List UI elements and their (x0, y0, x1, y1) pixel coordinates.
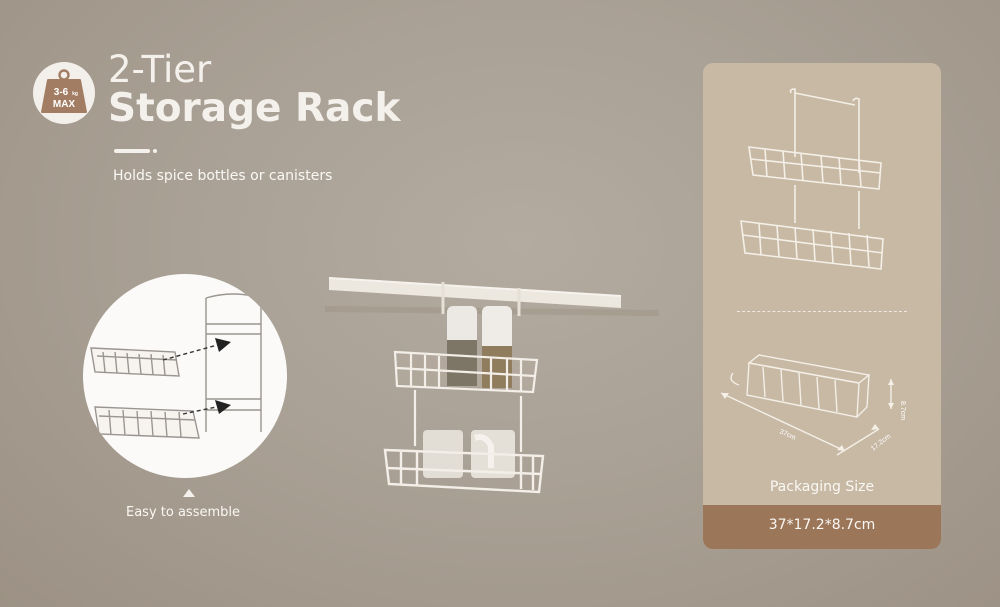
packaging-footer (703, 505, 941, 549)
feature-subtitle: Holds spice bottles or canisters (113, 168, 333, 184)
package-height-label: 8.7cm (899, 401, 906, 420)
packaging-dimensions: 37*17.2*8.7cm (768, 517, 876, 533)
heading-line-1: 2-Tier (108, 48, 212, 91)
package-width-label: 17.2cm (870, 433, 893, 453)
badge-range: 3-6 (54, 87, 69, 98)
package-length-label: 37cm (778, 428, 797, 441)
rack-line-drawing (740, 88, 884, 270)
package-dimension-drawing: 37cm 17.2cm 8.7cm (720, 354, 906, 456)
heading-line-2: Storage Rack (108, 86, 401, 131)
assembly-diagram (90, 293, 262, 439)
caption-pointer (183, 489, 195, 497)
assembly-illustration (83, 274, 287, 478)
badge-unit: kg (72, 91, 78, 97)
title-underline-dot (153, 149, 157, 153)
weight-badge: 3-6 kg MAX (33, 62, 95, 124)
packaging-size-label: Packaging Size (769, 479, 875, 495)
title-underline (114, 149, 150, 153)
badge-max: MAX (53, 99, 76, 110)
assembly-caption: Easy to assemble (126, 505, 240, 520)
packaging-panel: 37cm 17.2cm 8.7cm Packaging Size 37*17.2… (703, 63, 941, 549)
product-image (325, 277, 659, 494)
panel-divider (737, 311, 907, 312)
weight-icon: 3-6 kg MAX (41, 69, 87, 113)
